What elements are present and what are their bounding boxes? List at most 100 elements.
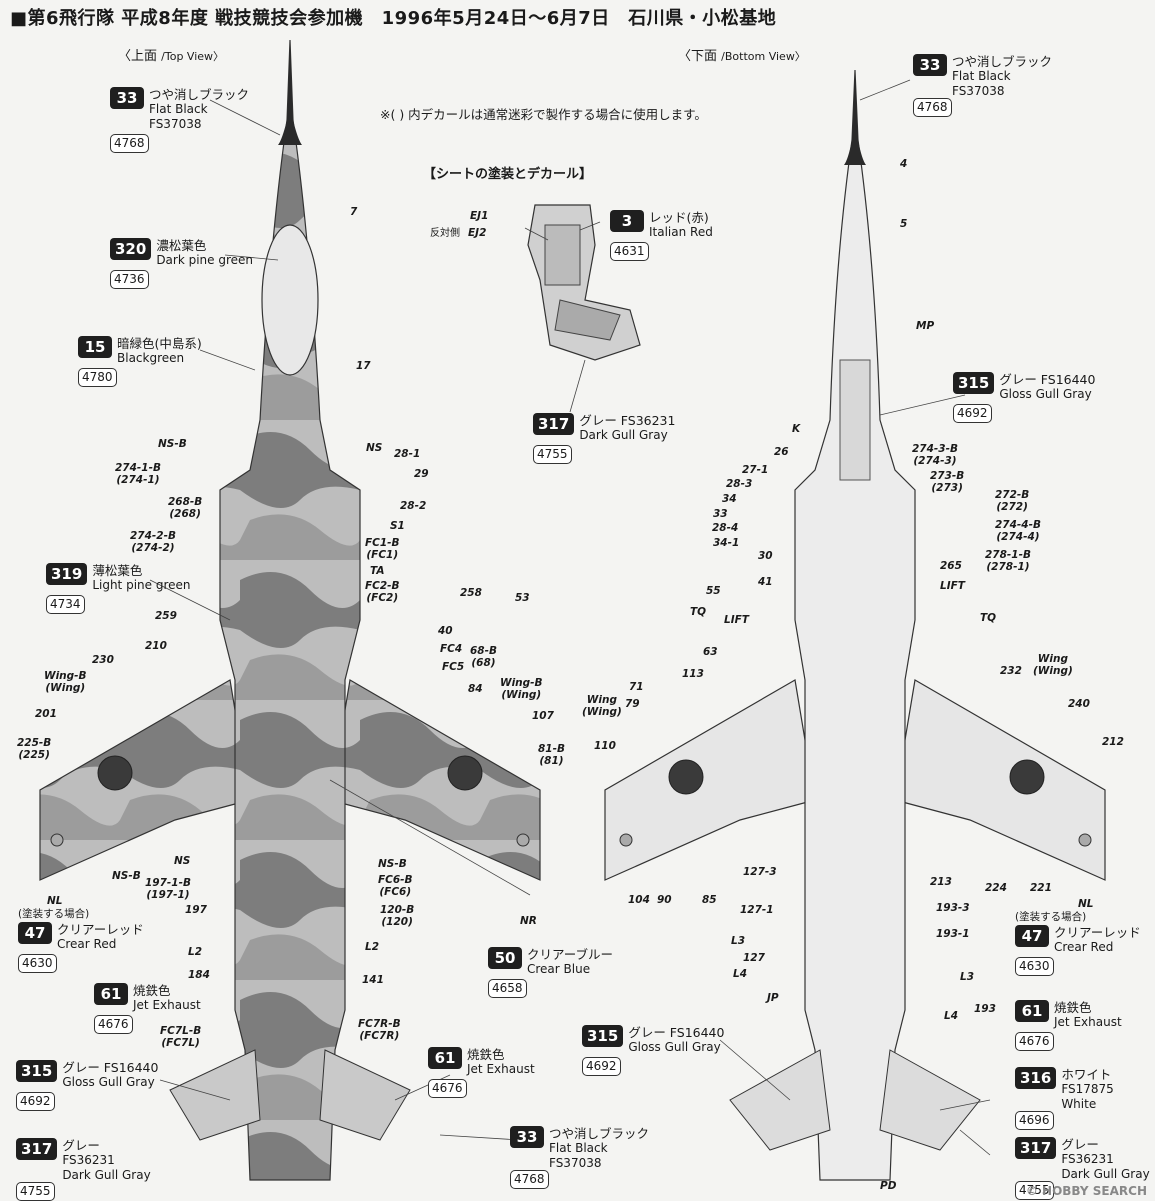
decal-label-alt: (FC7R)	[359, 1030, 400, 1042]
paint-code: 33	[110, 87, 144, 109]
decal-label: 274-4-B(274-4)	[995, 519, 1041, 543]
watermark: © HOBBY SEARCH	[1025, 1184, 1147, 1198]
decal-label-alt: (FC2)	[366, 592, 399, 604]
decal-label: 84	[468, 683, 483, 695]
decal-label-main: 268-B	[168, 496, 203, 508]
decal-label: LIFT	[940, 580, 965, 592]
paint-code: 33	[510, 1126, 544, 1148]
paint-name-en: Jet Exhaust	[467, 1062, 535, 1076]
paint-name-en: Gloss Gull Gray	[628, 1040, 721, 1054]
leader-lines	[149, 79, 991, 1156]
decal-label-alt: (197-1)	[146, 889, 190, 901]
hm-code: 4755	[533, 445, 572, 464]
decal-label: 107	[532, 710, 554, 722]
paint-name-jp: グレー	[62, 1138, 100, 1153]
paint-code: 61	[94, 983, 128, 1005]
paint-name-jp: グレー FS16440	[628, 1025, 725, 1040]
paint-name-en: FS36231	[1061, 1152, 1114, 1166]
paint-code: 33	[913, 54, 947, 76]
bottom-view-aircraft	[604, 69, 1106, 1181]
decal-label-alt: (272)	[996, 501, 1028, 513]
decal-label: L4	[733, 968, 747, 980]
decal-label: NS-B	[112, 870, 141, 882]
paint-name-en: Flat Black	[549, 1141, 608, 1155]
paint-name-en: FS36231	[62, 1153, 115, 1167]
decal-label-main: FC7L-B	[160, 1025, 202, 1037]
decal-label: 221	[1030, 882, 1052, 894]
paint-fs: White	[1061, 1097, 1097, 1111]
hm-code: 4630	[18, 954, 57, 973]
decal-label: 34	[722, 493, 737, 505]
paint-name-jp: 焼鉄色	[1054, 1000, 1092, 1015]
ejection-seat-drawing	[527, 204, 641, 361]
decal-label: 268-B(268)	[168, 496, 202, 520]
decal-label: S1	[390, 520, 405, 532]
decal-label-alt: (273)	[931, 482, 963, 494]
paint-code: 315	[953, 372, 995, 394]
paint-prefix: (塗装する場合)	[18, 908, 90, 920]
decal-label: L4	[944, 1010, 958, 1022]
decal-label: FC4	[440, 643, 463, 655]
paint-name-en: Crear Blue	[527, 962, 591, 976]
decal-label: 240	[1068, 698, 1090, 710]
decal-label: 274-3-B(274-3)	[912, 443, 958, 467]
paint-callout: 15 暗緑色(中島系)Blackgreen 4780	[78, 336, 202, 387]
decal-label-main: 120-B	[380, 904, 415, 916]
decal-label: 28-3	[726, 478, 753, 490]
decal-label-alt: (68)	[471, 657, 496, 669]
decal-label: 28-1	[394, 448, 421, 460]
decal-label: 68-B(68)	[470, 645, 497, 669]
paint-prefix: (塗装する場合)	[1015, 911, 1087, 923]
decal-label: 113	[682, 668, 704, 680]
decal-label-main: FC1-B	[365, 537, 400, 549]
decal-label: 120-B(120)	[380, 904, 414, 928]
decal-label: 127	[743, 952, 765, 964]
paint-name-en: Crear Red	[1054, 940, 1114, 954]
paint-name-en: Gloss Gull Gray	[999, 387, 1092, 401]
decal-label: 79	[625, 698, 640, 710]
decal-label: 81-B(81)	[538, 743, 565, 767]
decal-label-alt: (268)	[169, 508, 201, 520]
hm-code: 4734	[46, 595, 85, 614]
decal-label-alt: (FC6)	[379, 886, 412, 898]
decal-label: 28-2	[400, 500, 427, 512]
decal-label: 29	[414, 468, 429, 480]
paint-code: 317	[533, 413, 575, 435]
decal-label: 193	[974, 1003, 996, 1015]
decal-label-main: FC7R-B	[358, 1018, 401, 1030]
decal-label-alt: (120)	[381, 916, 413, 928]
decal-label-alt: (274-3)	[913, 455, 957, 467]
decal-label-main: 272-B	[995, 489, 1030, 501]
decal-label: NR	[520, 915, 537, 927]
paint-name-jp: ホワイト	[1061, 1067, 1112, 1082]
decal-label: 272-B(272)	[995, 489, 1029, 513]
paint-code: 316	[1015, 1067, 1057, 1089]
paint-name-en: Italian Red	[649, 225, 713, 239]
paint-name-jp: グレー	[1061, 1137, 1099, 1152]
decal-label: 230	[92, 654, 114, 666]
decal-label-main: FC2-B	[365, 580, 400, 592]
decal-note: ※( ) 内デカールは通常迷彩で製作する場合に使用します。	[380, 107, 707, 122]
decal-label: NL	[47, 895, 63, 907]
hm-code: 4696	[1015, 1111, 1054, 1130]
decal-label-alt: (Wing)	[1033, 665, 1073, 677]
bottom-view-en: /Bottom View〉	[721, 50, 806, 63]
paint-code: 47	[18, 922, 52, 944]
decal-label: LIFT	[724, 614, 749, 626]
decal-label: L3	[960, 971, 974, 983]
decal-label: 40	[438, 625, 453, 637]
paint-name-jp: つや消しブラック	[549, 1126, 650, 1141]
hm-code: 4736	[110, 270, 149, 289]
page-title: ■第6飛行隊 平成8年度 戦技競技会参加機 1996年5月24日〜6月7日 石川…	[10, 8, 777, 29]
decal-label: 201	[35, 708, 57, 720]
decal-label: 26	[774, 446, 789, 458]
decal-label-main: 274-1-B	[115, 462, 161, 474]
decal-label: 258	[460, 587, 482, 599]
